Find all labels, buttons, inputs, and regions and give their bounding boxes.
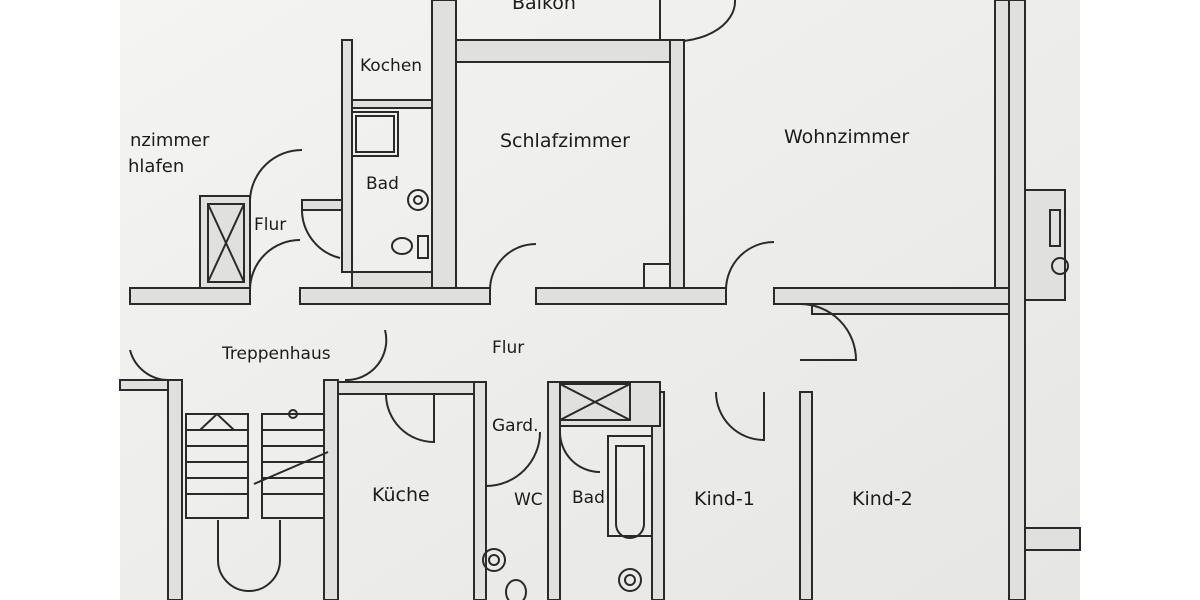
wall-lower-left [119,379,173,391]
door-bad-lower [559,431,601,473]
wall-kueche-right [473,381,487,600]
wall-kind-top [559,381,661,427]
door-schlafzimmer [489,243,537,291]
wall-kueche-top [337,381,479,395]
wall-stair-left [167,379,183,600]
wall-kind2-top [811,303,1010,315]
label-kueche: Küche [372,484,430,506]
label-kochen: Kochen [360,56,423,76]
label-balkon: Balkon [512,0,576,14]
label-bad-upper: Bad [366,174,399,194]
toilet-lower [618,568,642,592]
bathtub [607,435,653,537]
wall-wohn-right [994,0,1010,289]
wall-right-lower [1024,527,1081,551]
wall-main-horizontal-right [773,287,1010,305]
wall-bad-upper-right [431,0,457,289]
door-kind2 [799,303,858,361]
label-wohnzimmer: Wohnzimmer [784,126,910,148]
door-flur-upper [249,149,303,201]
toilet-wc [482,548,506,572]
treppenhaus-arc [129,349,171,382]
wall-wc-right [547,381,561,600]
door-wohnzimmer [725,241,775,291]
label-left-room-line1: nzimmer [130,130,210,151]
wall-schlaf-top [455,39,671,63]
wall-kochen-left [341,39,353,273]
label-garderobe: Gard. [492,416,539,436]
wall-flur-upper [301,199,343,211]
wall-main-horizontal-mid2 [535,287,727,305]
label-flur-main: Flur [492,338,525,358]
wall-stair-right [323,379,339,600]
label-flur-upper: Flur [254,215,287,235]
door-kueche [385,393,435,444]
label-wc: WC [514,490,543,510]
wall-kind-divider [799,391,813,600]
wall-main-horizontal-mid1 [299,287,491,305]
label-left-room-line2: hlafen [128,156,185,177]
label-kind2: Kind-2 [852,488,913,510]
wall-main-horizontal-left [129,287,251,305]
closet-garderobe [559,383,631,421]
closet-left [207,203,245,283]
label-kind1: Kind-1 [694,488,755,510]
door-wc [485,431,541,487]
wall-schlaf-right [669,39,685,289]
toilet-upper [407,189,429,211]
door-kind1 [715,391,765,442]
shower-tray [351,111,399,157]
door-treppenhaus [249,239,301,291]
staircase [185,409,329,592]
wall-far-right [1008,0,1026,600]
wall-bad-bottom [351,271,433,289]
label-bad-lower: Bad [572,488,605,508]
label-treppenhaus: Treppenhaus [222,344,331,364]
label-schlafzimmer: Schlafzimmer [500,130,630,152]
wall-kochen-bottom [351,99,433,109]
